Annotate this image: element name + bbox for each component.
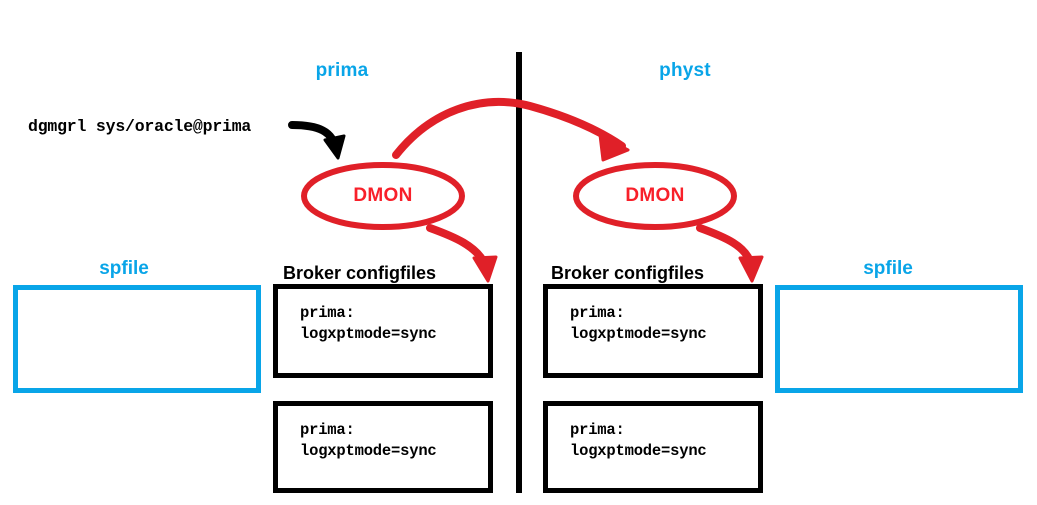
dmon-ellipse-physt: DMON [571, 161, 739, 231]
arrow-left-dmon-to-right-dmon [392, 98, 630, 162]
dgmgrl-command-text: dgmgrl sys/oracle@prima [28, 117, 252, 136]
config-file-box-right-2: prima: logxptmode=sync [543, 401, 763, 493]
broker-configfiles-heading-right: Broker configfiles [551, 263, 705, 283]
host-label-physt: physt [659, 60, 711, 81]
config-file-line-2: logxptmode=sync [570, 442, 707, 460]
config-file-line-1: prima: [300, 304, 355, 322]
config-file-line-1: prima: [570, 304, 625, 322]
arrow-command-to-left-dmon [288, 121, 346, 160]
config-file-box-left-2: prima: logxptmode=sync [273, 401, 493, 493]
arrow-left-dmon-to-left-configfile [426, 224, 498, 283]
spfile-box-left [13, 285, 261, 393]
spfile-box-right [775, 285, 1023, 393]
arrow-right-dmon-to-right-configfile [696, 224, 764, 283]
config-file-box-right-1: prima: logxptmode=sync [543, 284, 763, 378]
ellipse-shape [301, 162, 465, 230]
config-file-line-1: prima: [570, 421, 625, 439]
site-divider [516, 52, 522, 493]
config-file-line-2: logxptmode=sync [300, 442, 437, 460]
spfile-label-right: spfile [863, 258, 913, 279]
config-file-line-2: logxptmode=sync [570, 325, 707, 343]
spfile-contents-right [780, 290, 1018, 302]
ellipse-shape [573, 162, 737, 230]
spfile-contents-left [18, 290, 256, 302]
host-label-prima: prima [315, 60, 369, 81]
spfile-label-left: spfile [99, 258, 149, 279]
dmon-ellipse-prima: DMON [299, 161, 467, 231]
broker-configfiles-heading-left: Broker configfiles [283, 263, 437, 283]
config-file-line-2: logxptmode=sync [300, 325, 437, 343]
config-file-box-left-1: prima: logxptmode=sync [273, 284, 493, 378]
config-file-line-1: prima: [300, 421, 355, 439]
